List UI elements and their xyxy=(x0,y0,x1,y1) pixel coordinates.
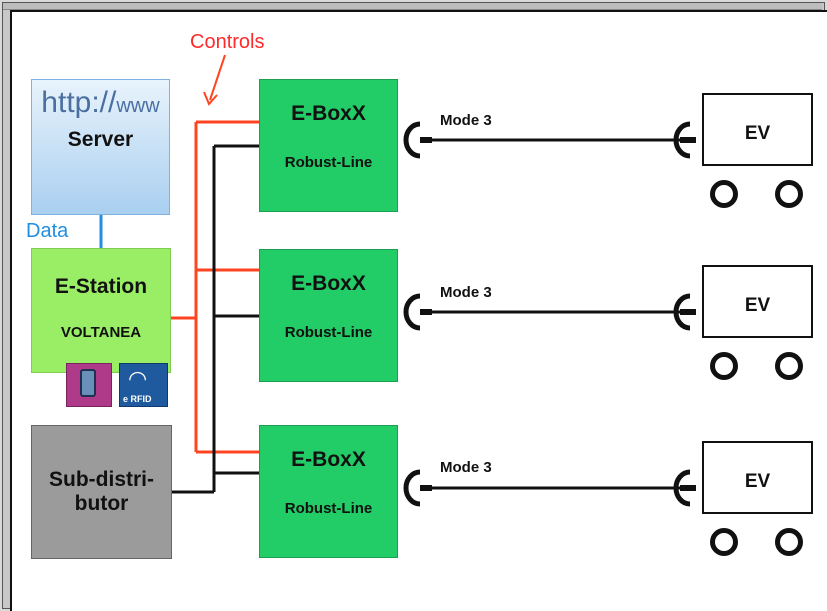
ev-title: EV xyxy=(744,295,771,316)
mode3-label: Mode 3 xyxy=(440,284,492,301)
controls-label: Controls xyxy=(190,31,265,53)
http-logo-icon: http://www xyxy=(41,86,160,119)
smartphone-icon xyxy=(66,363,112,407)
wheel-icon xyxy=(775,352,803,380)
ebox-node-3: E-BoxX Robust-Line xyxy=(259,425,398,558)
data-label: Data xyxy=(26,220,69,242)
ev-title: EV xyxy=(744,123,771,144)
ev-node-3: EV xyxy=(702,441,813,514)
ebox-node-1: E-BoxX Robust-Line xyxy=(259,79,398,212)
ebox-title: E-BoxX xyxy=(291,272,366,295)
ebox-title: E-BoxX xyxy=(291,102,366,125)
ebox-subtitle: Robust-Line xyxy=(284,154,373,171)
power-lines xyxy=(172,144,259,494)
server-node: http://www Server xyxy=(31,79,170,215)
estation-subtitle: VOLTANEA xyxy=(60,324,142,341)
window-top-bar xyxy=(3,3,822,10)
ev-title: EV xyxy=(744,471,771,492)
ebox-node-2: E-BoxX Robust-Line xyxy=(259,249,398,382)
controls-lines xyxy=(171,120,259,454)
plug-icons-right xyxy=(673,121,691,507)
ev-node-2: EV xyxy=(702,265,813,338)
estation-title: E-Station xyxy=(54,275,148,298)
wheel-icon xyxy=(710,352,738,380)
plug-stubs-right xyxy=(680,137,696,491)
ev-node-1: EV xyxy=(702,93,813,166)
subdistributor-title: Sub-distri- butor xyxy=(49,468,154,515)
subdistributor-node: Sub-distri- butor xyxy=(31,425,172,559)
mode3-cables xyxy=(428,138,680,490)
controls-arrow xyxy=(203,54,226,106)
ebox-title: E-BoxX xyxy=(291,448,366,471)
rfid-icon: ◠ e RFID xyxy=(119,363,168,407)
ebox-subtitle: Robust-Line xyxy=(284,324,373,341)
mode3-label: Mode 3 xyxy=(440,112,492,129)
wheel-icon xyxy=(710,528,738,556)
plug-icons-left xyxy=(403,121,421,507)
wheel-icon xyxy=(775,180,803,208)
estation-node: E-Station VOLTANEA xyxy=(31,248,171,373)
ebox-subtitle: Robust-Line xyxy=(284,500,373,517)
rfid-label: e RFID xyxy=(123,394,152,404)
plug-stubs-left xyxy=(420,137,432,491)
mode3-label: Mode 3 xyxy=(440,459,492,476)
wheel-icon xyxy=(710,180,738,208)
wheel-icon xyxy=(775,528,803,556)
server-title: Server xyxy=(67,128,134,151)
